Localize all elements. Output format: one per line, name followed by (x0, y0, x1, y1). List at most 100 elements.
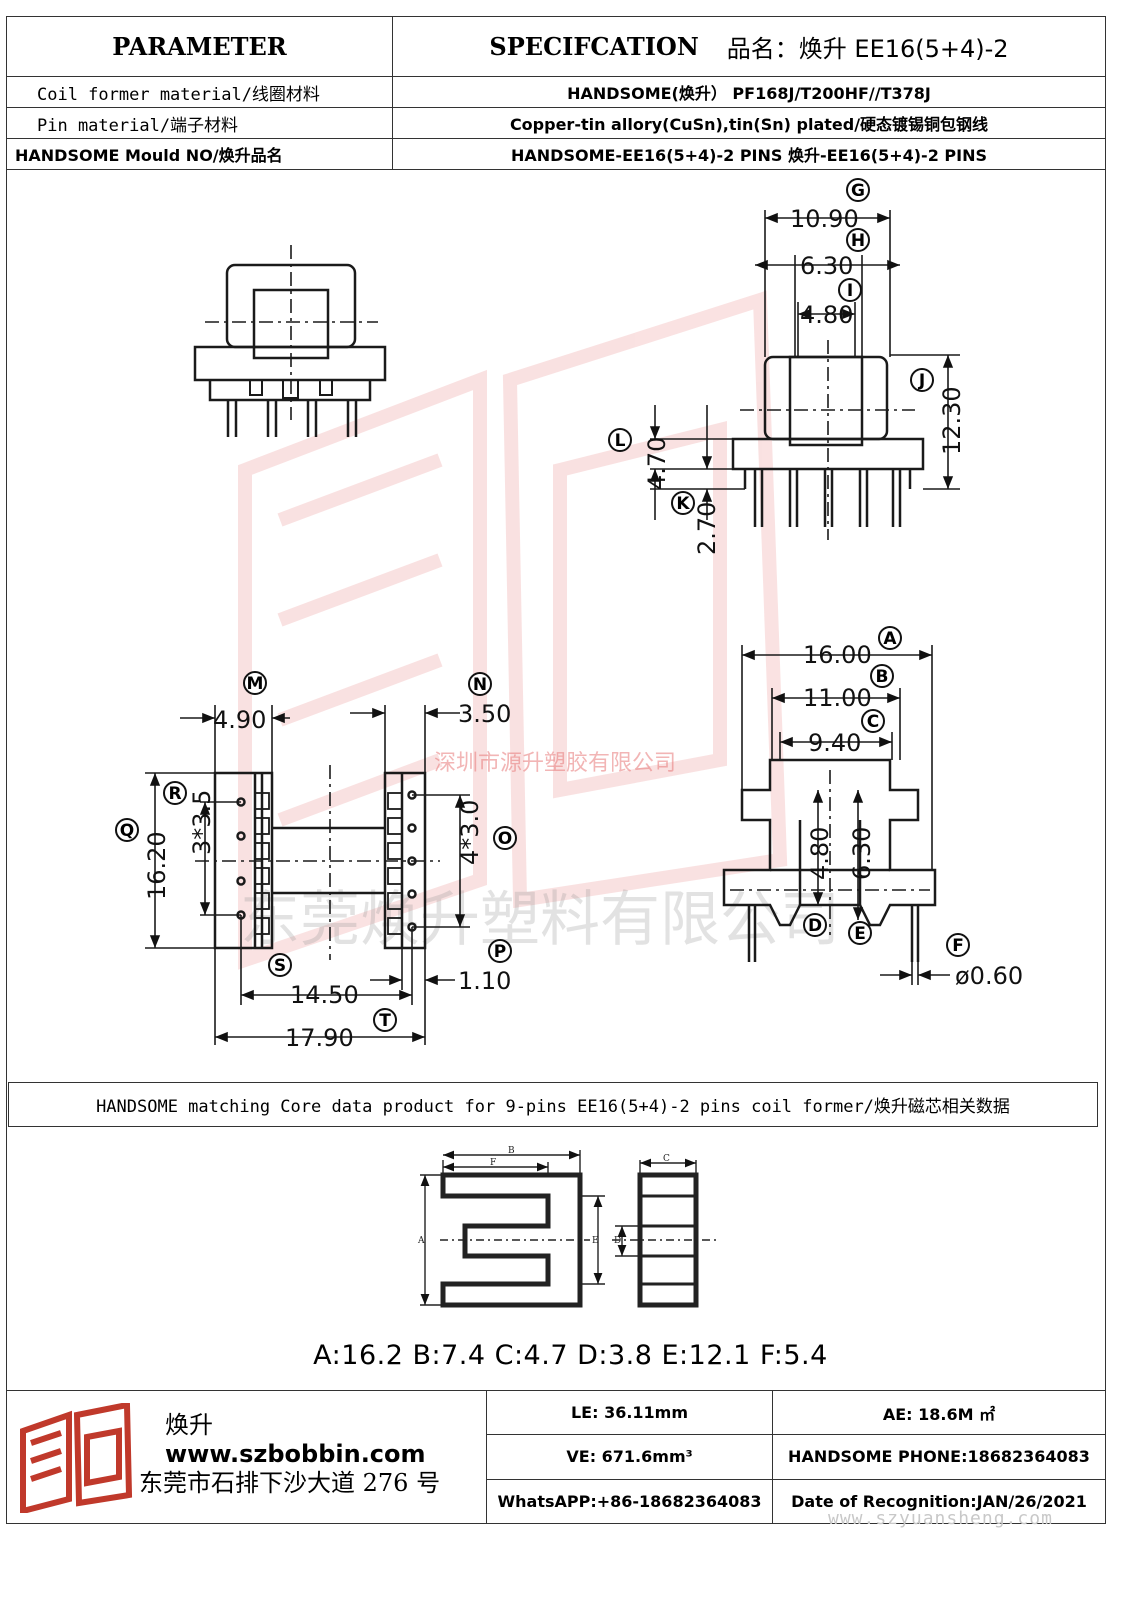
svg-text:G: G (851, 181, 865, 201)
marker-L: L (608, 428, 632, 452)
ve-value: VE: 671.6mm³ (487, 1434, 772, 1478)
marker-E: E (848, 921, 872, 945)
end-view-dims (741, 645, 950, 985)
marker-D: D (803, 913, 827, 937)
svg-text:N: N (473, 675, 487, 695)
svg-text:M: M (247, 674, 264, 694)
reference-letters: G H I J L K A B C D E F M N R Q O P S T (115, 178, 970, 1032)
dim-P: 1.10 (458, 967, 511, 995)
marker-P: P (488, 939, 512, 963)
end-view (722, 758, 937, 962)
footer-contact-col: AE: 18.6M ㎡ HANDSOME PHONE:18682364083 D… (773, 1391, 1105, 1523)
footer-metrics-col: LE: 36.11mm VE: 671.6mm³ WhatsAPP:+86-18… (487, 1391, 773, 1523)
mould-no-label: HANDSOME Mould NO/焕升品名 (7, 139, 393, 169)
parameter-heading: PARAMETER (7, 17, 393, 76)
bottom-view (195, 765, 440, 960)
core-letters: B F A E C D (417, 1146, 670, 1246)
bottom-view-dims (145, 705, 470, 1045)
svg-text:K: K (676, 494, 690, 514)
technical-drawing: 深圳市源升塑胶有限公司 东莞焕升塑料有限公司 (115, 178, 1023, 1308)
svg-text:I: I (847, 281, 853, 301)
watermark-logo (238, 290, 788, 970)
svg-text:B: B (876, 667, 889, 687)
whatsapp-contact: WhatsAPP:+86-18682364083 (487, 1478, 772, 1523)
marker-M: M (243, 671, 267, 695)
svg-text:Q: Q (120, 821, 134, 841)
dimension-labels: 10.90 6.30 4.80 12.30 4.70 2.70 16.00 11… (143, 205, 1023, 1052)
header-table: PARAMETER SPECIFCATION 品名：焕升 EE16(5+4)-2… (6, 16, 1106, 170)
marker-N: N (468, 672, 492, 696)
marker-S: S (268, 953, 292, 977)
core-letter-A: A (417, 1236, 425, 1246)
core-values: A:16.2 B:7.4 C:4.7 D:3.8 E:12.1 F:5.4 (313, 1340, 828, 1371)
company-logo (20, 1403, 133, 1513)
dim-E: 6.30 (848, 827, 876, 880)
dim-S: 14.50 (290, 981, 359, 1009)
svg-text:T: T (379, 1011, 391, 1031)
dim-C: 9.40 (808, 729, 861, 757)
marker-I: I (838, 278, 862, 302)
dim-H: 6.30 (800, 252, 853, 280)
dim-F: ø0.60 (955, 962, 1023, 990)
svg-text:H: H (851, 231, 865, 251)
core-letter-E: E (592, 1236, 599, 1246)
core-letter-C: C (663, 1154, 670, 1164)
spec-row-pin: Pin material/端子材料 Copper-tin allory(CuSn… (7, 107, 1105, 138)
phone-contact: HANDSOME PHONE:18682364083 (773, 1434, 1105, 1478)
dim-T: 17.90 (285, 1024, 354, 1052)
footer-brand-cell: 焕升www.szbobbin.com 东莞市石排下沙大道 276 号 (7, 1391, 487, 1523)
website-link[interactable]: www.szbobbin.com (165, 1440, 426, 1468)
marker-O: O (493, 826, 517, 850)
dim-J: 12.30 (938, 386, 966, 455)
dim-I: 4.80 (800, 301, 853, 329)
dim-N: 3.50 (458, 700, 511, 728)
dim-D: 4.80 (806, 827, 834, 880)
watermark-small: 深圳市源升塑胶有限公司 (434, 751, 676, 776)
svg-text:D: D (808, 916, 822, 936)
marker-K: K (671, 491, 695, 515)
core-letter-B: B (508, 1146, 515, 1156)
footer-table: 焕升www.szbobbin.com 东莞市石排下沙大道 276 号 LE: 3… (6, 1390, 1106, 1524)
le-value: LE: 36.11mm (570, 1403, 689, 1423)
dim-R: 3*3.5 (188, 790, 216, 855)
core-drawing (420, 1150, 720, 1308)
side-view-dims (649, 210, 960, 520)
dim-K: 2.70 (693, 502, 721, 555)
front-view (193, 245, 387, 437)
svg-text:S: S (274, 956, 286, 976)
coil-material-value: HANDSOME(焕升） PF168J/T200HF//T378J (567, 84, 931, 103)
specification-label: SPECIFCATION (489, 32, 699, 61)
marker-F: F (946, 933, 970, 957)
marker-C: C (861, 709, 885, 733)
svg-text:R: R (168, 784, 181, 804)
specification-heading: SPECIFCATION 品名：焕升 EE16(5+4)-2 (393, 17, 1105, 76)
title-row: PARAMETER SPECIFCATION 品名：焕升 EE16(5+4)-2 (7, 17, 1105, 76)
svg-text:E: E (854, 924, 866, 944)
footer-brand: 焕升www.szbobbin.com (165, 1405, 486, 1468)
dim-L: 4.70 (643, 437, 671, 490)
svg-text:L: L (615, 431, 626, 451)
spec-row-mould: HANDSOME Mould NO/焕升品名 HANDSOME-EE16(5+4… (7, 138, 1105, 169)
svg-text:O: O (498, 829, 512, 849)
marker-B: B (870, 664, 894, 688)
core-caption: HANDSOME matching Core data product for … (8, 1082, 1098, 1127)
dim-O: 4*3.0 (456, 800, 484, 865)
svg-text:J: J (918, 371, 925, 391)
dim-Q: 16.20 (143, 831, 171, 900)
side-view (731, 340, 925, 540)
pin-material-label: Pin material/端子材料 (7, 108, 393, 138)
dim-G: 10.90 (790, 205, 859, 233)
drawing-frame (6, 168, 1106, 1390)
core-letter-D: D (614, 1236, 621, 1246)
pin-material-value: Copper-tin allory(CuSn),tin(Sn) plated/硬… (509, 115, 989, 134)
svg-text:P: P (494, 942, 506, 962)
coil-material-label: Coil former material/线圈材料 (7, 77, 393, 107)
dim-A: 16.00 (803, 641, 872, 669)
ae-value: AE: 18.6M ㎡ (882, 1404, 996, 1424)
recognition-date: Date of Recognition:JAN/26/2021 (773, 1478, 1105, 1523)
marker-Q: Q (115, 818, 139, 842)
marker-A: A (878, 626, 902, 650)
dim-M: 4.90 (213, 706, 266, 734)
svg-text:C: C (867, 712, 879, 732)
